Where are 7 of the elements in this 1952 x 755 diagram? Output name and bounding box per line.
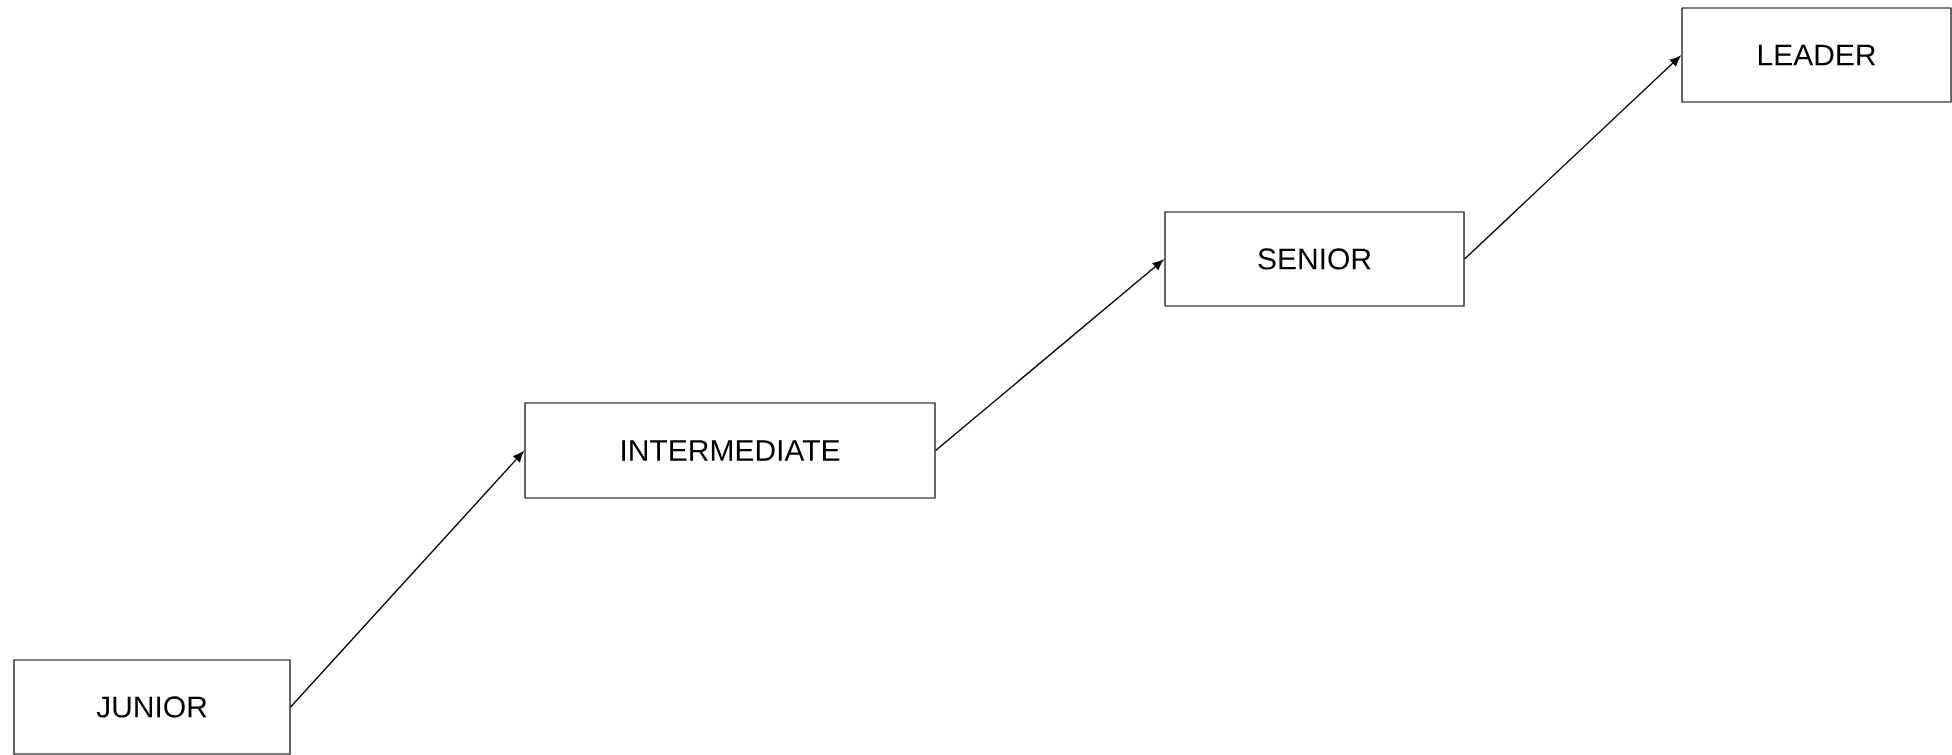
process-box: SENIOR (1164, 211, 1465, 307)
process-box: LEADER (1681, 7, 1952, 103)
arrow (1463, 56, 1681, 260)
process-box: JUNIOR (13, 659, 291, 755)
arrow (289, 451, 524, 708)
process-box: INTERMEDIATE (524, 402, 936, 499)
arrow (934, 259, 1164, 452)
